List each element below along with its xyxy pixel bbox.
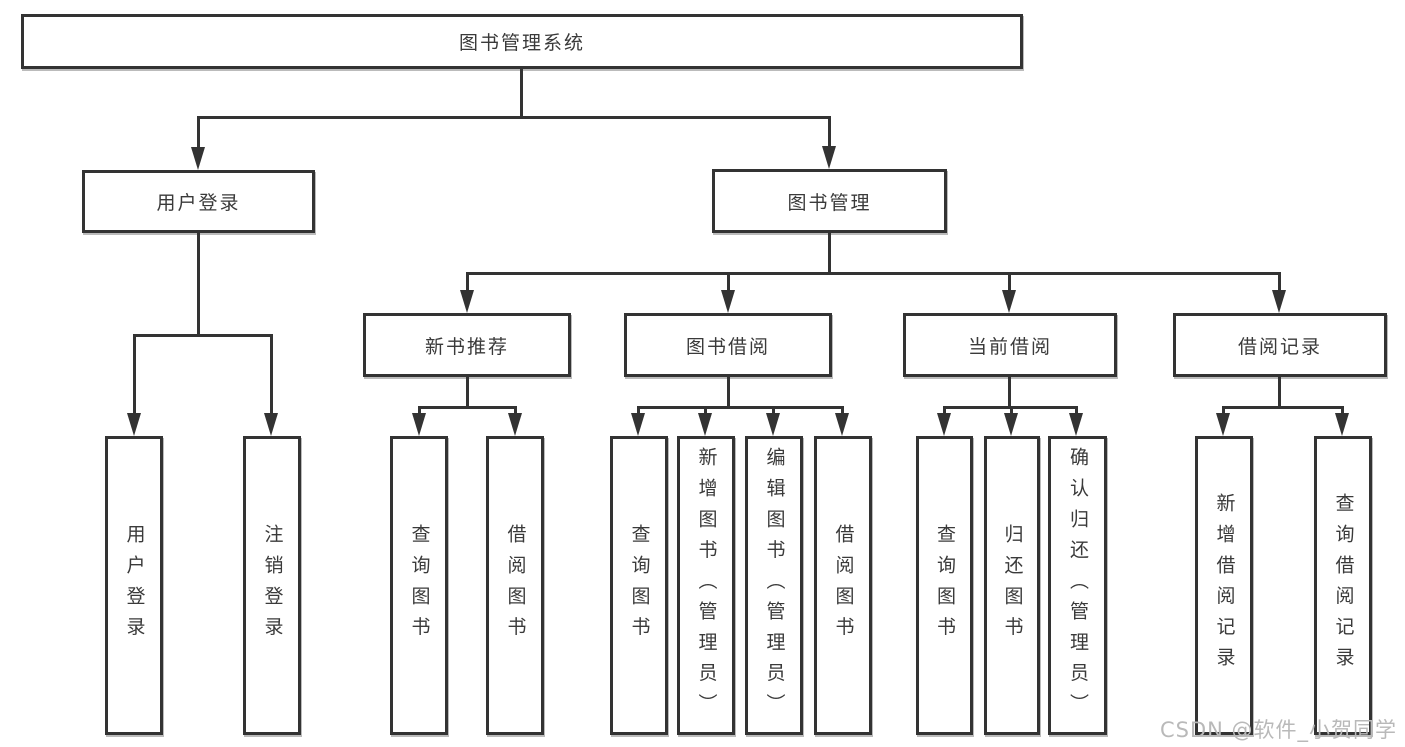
leaf-logout: 注销登录: [243, 436, 301, 735]
connector-br-query-stem: [1341, 406, 1344, 418]
connector-records-down: [1278, 376, 1281, 409]
connector-newbook-stem: [466, 272, 469, 294]
leaf-current-query-label: 查询图书: [934, 523, 956, 648]
connector-bb-add-stem: [704, 406, 707, 418]
connector-level3-rail: [466, 272, 1281, 275]
leaf-borrow-edit-label: 编辑图书（管理员）: [763, 446, 786, 725]
connector-cb-return-stem: [1010, 406, 1013, 418]
node-borrow-records: 借阅记录: [1173, 313, 1387, 377]
node-book-mgmt-label: 图书管理: [787, 191, 872, 214]
connector-leaf-login-stem: [133, 334, 136, 416]
connector-user-login-stem: [197, 116, 200, 152]
node-root-label: 图书管理系统: [458, 32, 585, 54]
connector-bookborrow-stem: [727, 272, 730, 294]
leaf-current-query: 查询图书: [916, 436, 973, 735]
arrowhead-leaf-login-icon: [127, 413, 141, 436]
connector-level2-rail: [197, 116, 831, 119]
connector-cb-confirm-stem: [1075, 406, 1078, 418]
arrowhead-records-icon: [1272, 290, 1286, 313]
connector-book-mgmt-stem: [828, 116, 831, 152]
connector-records-stem: [1278, 272, 1281, 294]
leaf-current-return: 归还图书: [984, 436, 1040, 735]
leaf-borrow-add-label: 新增图书（管理员）: [695, 446, 718, 725]
connector-login-rail: [133, 334, 273, 337]
node-user-login: 用户登录: [82, 170, 315, 233]
leaf-current-return-label: 归还图书: [1001, 523, 1024, 648]
arrowhead-br-add-icon: [1216, 413, 1230, 436]
arrowhead-leaf-logout-icon: [264, 413, 278, 436]
arrowhead-bb-borrow-icon: [835, 413, 849, 436]
connector-newbook-down: [466, 376, 469, 409]
arrowhead-br-query-icon: [1335, 413, 1349, 436]
connector-newbook-rail: [418, 406, 517, 409]
connector-bookborrow-down: [727, 376, 730, 409]
leaf-newbook-query-label: 查询图书: [408, 523, 431, 648]
leaf-borrow-borrow-label: 借阅图书: [832, 523, 855, 648]
arrowhead-newbook-icon: [460, 290, 474, 313]
leaf-current-confirm-label: 确认归还（管理员）: [1067, 446, 1089, 725]
arrowhead-bb-query-icon: [631, 413, 645, 436]
connector-nb-query-stem: [418, 406, 421, 418]
leaf-borrow-add: 新增图书（管理员）: [677, 436, 735, 735]
leaf-borrow-borrow: 借阅图书: [814, 436, 872, 735]
node-current-borrow: 当前借阅: [903, 313, 1117, 377]
arrowhead-cb-query-icon: [937, 413, 951, 436]
leaf-borrow-edit: 编辑图书（管理员）: [745, 436, 803, 735]
connector-records-rail: [1222, 406, 1344, 409]
leaf-current-confirm: 确认归还（管理员）: [1048, 436, 1107, 735]
leaf-records-query: 查询借阅记录: [1314, 436, 1372, 735]
connector-bb-borrow-stem: [841, 406, 844, 418]
arrowhead-cb-return-icon: [1004, 413, 1018, 436]
arrowhead-bb-add-icon: [698, 413, 712, 436]
connector-bb-edit-stem: [772, 406, 775, 418]
node-current-borrow-label: 当前借阅: [967, 335, 1052, 358]
arrowhead-nb-query-icon: [412, 413, 426, 436]
leaf-records-add-label: 新增借阅记录: [1213, 493, 1236, 678]
arrowhead-currentborrow-icon: [1002, 290, 1016, 313]
connector-cb-query-stem: [943, 406, 946, 418]
leaf-records-query-label: 查询借阅记录: [1332, 493, 1355, 678]
leaf-records-add: 新增借阅记录: [1195, 436, 1253, 735]
leaf-borrow-query: 查询图书: [610, 436, 668, 735]
arrowhead-book-mgmt-icon: [822, 146, 836, 169]
leaf-user-login-label: 用户登录: [123, 523, 146, 648]
connector-bookborrow-rail: [637, 406, 844, 409]
node-new-book-label: 新书推荐: [424, 335, 509, 358]
connector-nb-borrow-stem: [514, 406, 517, 418]
leaf-user-login: 用户登录: [105, 436, 163, 735]
connector-currentborrow-stem: [1008, 272, 1011, 294]
node-book-mgmt: 图书管理: [712, 169, 947, 233]
leaf-newbook-borrow-label: 借阅图书: [504, 523, 527, 648]
connector-root-stem: [520, 68, 523, 118]
connector-br-add-stem: [1222, 406, 1225, 418]
leaf-logout-label: 注销登录: [261, 523, 284, 648]
connector-current-down: [1008, 376, 1011, 409]
connector-bb-query-stem: [637, 406, 640, 418]
node-book-borrow-label: 图书借阅: [685, 335, 770, 358]
node-user-login-label: 用户登录: [156, 192, 241, 214]
leaf-newbook-query: 查询图书: [390, 436, 448, 735]
connector-login-down: [197, 232, 200, 336]
arrowhead-nb-borrow-icon: [508, 413, 522, 436]
leaf-borrow-query-label: 查询图书: [628, 523, 651, 648]
arrowhead-bb-edit-icon: [766, 413, 780, 436]
csdn-watermark: CSDN @软件_小贺同学: [1160, 718, 1398, 742]
arrowhead-cb-confirm-icon: [1069, 413, 1083, 436]
connector-mgmt-down: [828, 232, 831, 274]
node-borrow-records-label: 借阅记录: [1237, 335, 1322, 358]
arrowhead-bookborrow-icon: [721, 290, 735, 313]
node-new-book: 新书推荐: [363, 313, 571, 377]
node-root: 图书管理系统: [21, 14, 1023, 69]
leaf-newbook-borrow: 借阅图书: [486, 436, 544, 735]
connector-leaf-logout-stem: [270, 334, 273, 416]
arrowhead-user-login-icon: [191, 147, 205, 170]
node-book-borrow: 图书借阅: [624, 313, 832, 377]
